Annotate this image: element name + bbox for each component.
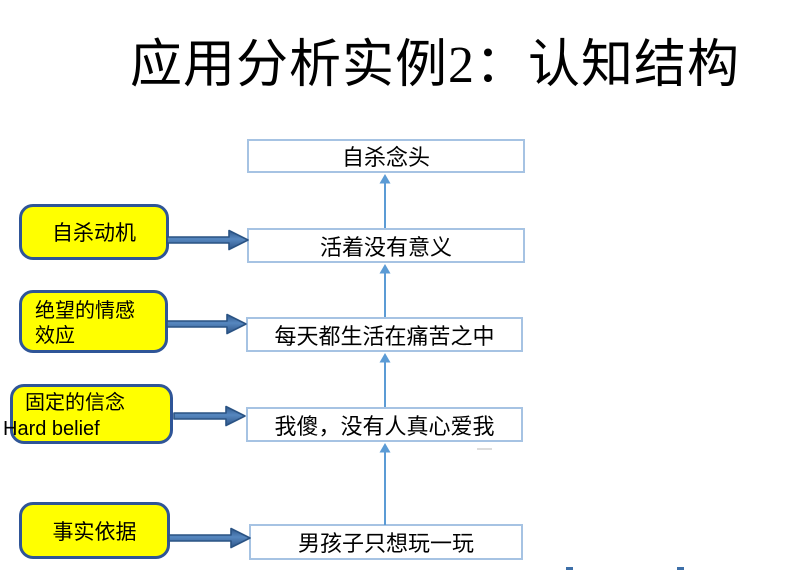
cutoff-mark bbox=[566, 567, 573, 570]
stray-gray-dash bbox=[477, 448, 492, 450]
block-arrow-icon bbox=[166, 313, 247, 335]
callout-label-line: Hard belief bbox=[3, 418, 100, 440]
callout-suicide-motive: 自杀动机 bbox=[19, 204, 169, 260]
flow-node-suicidal-thought: 自杀念头 bbox=[247, 139, 525, 173]
slide-title: 应用分析实例2：认知结构 bbox=[129, 37, 740, 94]
cutoff-mark bbox=[677, 567, 684, 570]
flow-node-life-meaningless: 活着没有意义 bbox=[247, 228, 525, 263]
up-arrow-icon bbox=[379, 264, 391, 317]
block-arrow-icon bbox=[168, 527, 251, 549]
block-arrow-icon bbox=[173, 405, 246, 427]
block-arrow-icon bbox=[166, 229, 249, 251]
up-arrow-icon bbox=[379, 353, 391, 407]
up-arrow-icon bbox=[379, 174, 391, 228]
up-arrow-icon bbox=[379, 443, 391, 525]
callout-despair-emotion: 绝望的情感 效应 bbox=[19, 290, 168, 353]
callout-factual-basis: 事实依据 bbox=[19, 502, 170, 559]
callout-fixed-belief: 固定的信念 Hard belief bbox=[3, 384, 173, 444]
flow-node-daily-pain: 每天都生活在痛苦之中 bbox=[246, 317, 523, 352]
callout-label: 事实依据 bbox=[52, 519, 137, 544]
callout-label-line: 固定的信念 bbox=[25, 392, 125, 414]
callout-label: 自杀动机 bbox=[52, 221, 136, 245]
flow-node-boy-just-playing: 男孩子只想玩一玩 bbox=[249, 524, 523, 560]
flow-node-nobody-loves-me: 我傻，没有人真心爱我 bbox=[246, 407, 523, 442]
callout-label-line: 绝望的情感 bbox=[35, 300, 135, 322]
callout-label-line: 效应 bbox=[35, 325, 75, 347]
